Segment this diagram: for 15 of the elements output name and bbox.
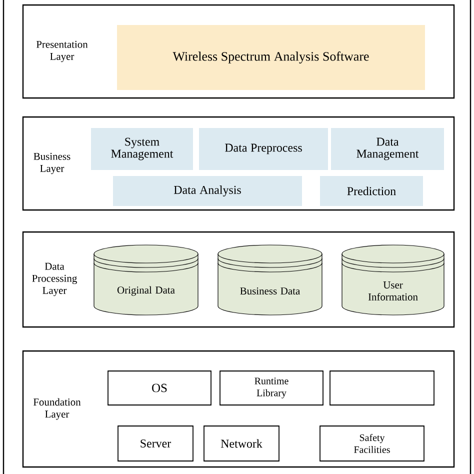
component-box: Network [204, 426, 280, 462]
module-box: Data Management [331, 128, 444, 170]
component-box [330, 370, 434, 406]
module-box: Data Analysis [113, 176, 302, 206]
component-box: Server [118, 426, 194, 462]
module-box: Data Preprocess [199, 128, 328, 170]
component-box: Runtime Library [220, 370, 324, 406]
database-cylinder: User Information [342, 244, 444, 316]
component-box: OS [108, 370, 212, 406]
database-cylinder: Business Data [218, 244, 322, 316]
module-box: Prediction [320, 176, 423, 206]
component-box: Safety Facilities [320, 426, 424, 462]
software-box: Wireless Spectrum Analysis Software [117, 25, 426, 90]
database-cylinder: Original Data [94, 244, 198, 316]
module-box: System Management [91, 128, 193, 170]
